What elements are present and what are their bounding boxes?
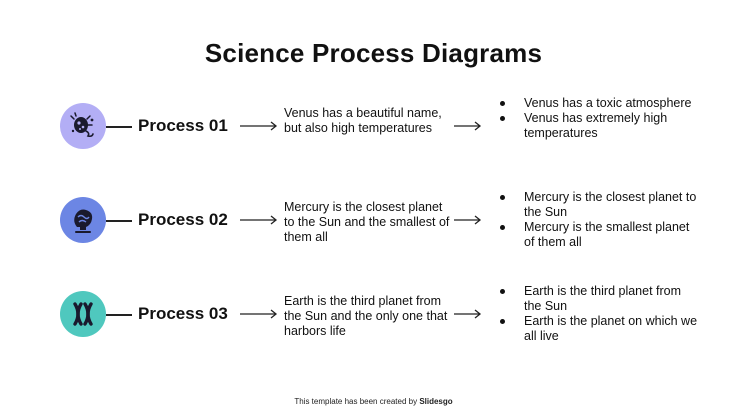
process-2-connector [106,220,132,222]
process-3-bullet-1: Earth is the third planet from the Sun [498,284,698,314]
process-1-circle [60,103,106,149]
process-2-arrow-1 [240,215,278,225]
page-title: Science Process Diagrams [204,38,543,68]
process-row-2: Process 02 Mercury is the closest planet… [0,180,747,260]
footer-credit: This template has been created by Slides… [0,397,747,406]
process-1-description: Venus has a beautiful name, but also hig… [284,106,442,135]
process-2-bullet-2: Mercury is the smallest planet of them a… [498,220,698,250]
bacteria-icon [70,112,94,138]
process-3-description: Earth is the third planet from the Sun a… [284,294,448,338]
process-3-connector [106,314,132,316]
process-3-circle [60,291,106,337]
footer-prefix: This template has been created by [294,397,420,406]
process-3-bullets: Earth is the third planet from the Sun E… [498,284,698,344]
brain-flask-icon [74,209,93,233]
process-1-label: Process 01 [138,116,228,135]
process-3-arrow-1 [240,309,278,319]
process-row-1: Process 01 Venus has a beautiful name, b… [0,86,747,166]
process-1-arrow-1 [240,121,278,131]
process-3-arrow-2 [454,309,482,319]
process-1-bullet-2: Venus has extremely high temperatures [498,111,698,141]
footer-brand: Slidesgo [419,397,453,406]
process-1-connector [106,126,132,128]
process-1-bullet-1: Venus has a toxic atmosphere [498,96,698,111]
process-row-3: Process 03 Earth is the third planet fro… [0,274,747,354]
process-3-label: Process 03 [138,304,228,323]
process-2-bullet-1: Mercury is the closest planet to the Sun [498,190,698,220]
process-3-bullet-2: Earth is the planet on which we all live [498,314,698,344]
process-2-bullets: Mercury is the closest planet to the Sun… [498,190,698,250]
process-1-arrow-2 [454,121,482,131]
process-2-label: Process 02 [138,210,228,229]
process-2-circle [60,197,106,243]
chromosome-icon [73,302,93,326]
process-2-description: Mercury is the closest planet to the Sun… [284,200,450,244]
process-1-bullets: Venus has a toxic atmosphere Venus has e… [498,96,698,141]
process-2-arrow-2 [454,215,482,225]
